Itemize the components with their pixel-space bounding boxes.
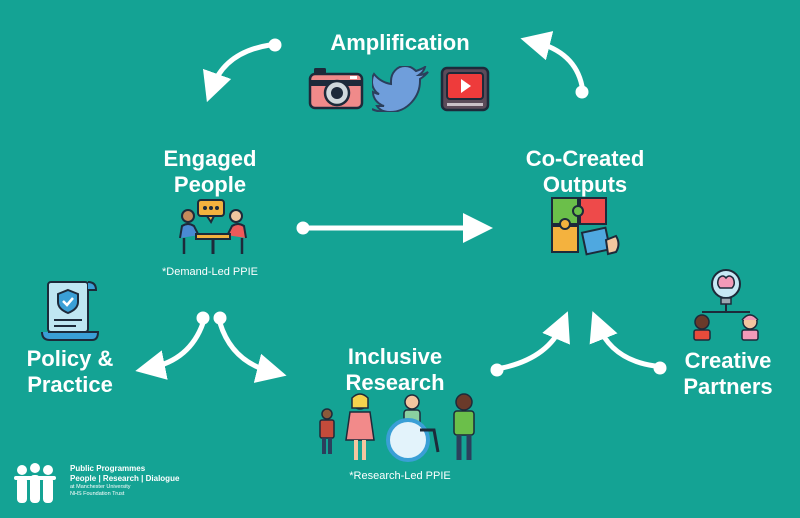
engaged-note: *Demand-Led PPIE [162, 266, 258, 278]
diverse-people-icon [319, 393, 475, 462]
logo-line4: NHS Foundation Trust [70, 491, 125, 497]
inclusive-line1: Inclusive [347, 344, 443, 369]
logo-line1: Public Programmes [70, 464, 146, 473]
cocreated-line2: Outputs [542, 172, 628, 197]
arrow-cocreated-to-amplification [520, 31, 585, 89]
scroll-document-shield-icon [41, 281, 100, 341]
logo-line3: at Manchester University [70, 484, 131, 490]
arrow-engaged-to-policy [135, 320, 206, 380]
inclusive-line2: Research [345, 370, 445, 395]
cocreated-line1: Co-Created [525, 146, 645, 171]
creative-partners-label: Creative Partners [668, 348, 788, 400]
twitter-bird-icon [372, 66, 429, 112]
engaged-line2: People [173, 172, 247, 197]
amplification-label: Amplification [330, 30, 470, 55]
video-player-icon [440, 66, 490, 112]
arrow-start-dot [575, 85, 589, 99]
arrow-engaged-to-inclusive [217, 320, 287, 383]
puzzle-pieces-icon [551, 197, 620, 256]
logo-text: Public Programmes People | Research | Di… [70, 464, 179, 498]
arrow-inclusive-to-cocreated [499, 311, 570, 371]
creative-line2: Partners [683, 374, 773, 399]
policy-practice-label: Policy & Practice [10, 346, 130, 398]
inclusive-note: *Research-Led PPIE [349, 470, 451, 482]
conversation-meeting-icon [179, 199, 247, 254]
cocreated-outputs-label: Co-Created Outputs [500, 146, 670, 198]
arrow-amplification-to-engaged [202, 42, 273, 103]
logo-people-icon [14, 463, 56, 503]
lightbulb-brain-people-icon [693, 269, 759, 341]
arrow-creative-to-cocreated [589, 311, 658, 369]
engaged-people-label: Engaged People [140, 146, 280, 198]
camera-icon [308, 68, 364, 110]
creative-line1: Creative [684, 348, 772, 373]
logo-line2: People | Research | Dialogue [70, 474, 180, 483]
policy-line2: Practice [27, 372, 113, 397]
policy-line1: Policy & [26, 346, 114, 371]
inclusive-research-label: Inclusive Research [320, 344, 470, 396]
engaged-line1: Engaged [163, 146, 257, 171]
public-programmes-logo: Public Programmes People | Research | Di… [8, 458, 238, 514]
